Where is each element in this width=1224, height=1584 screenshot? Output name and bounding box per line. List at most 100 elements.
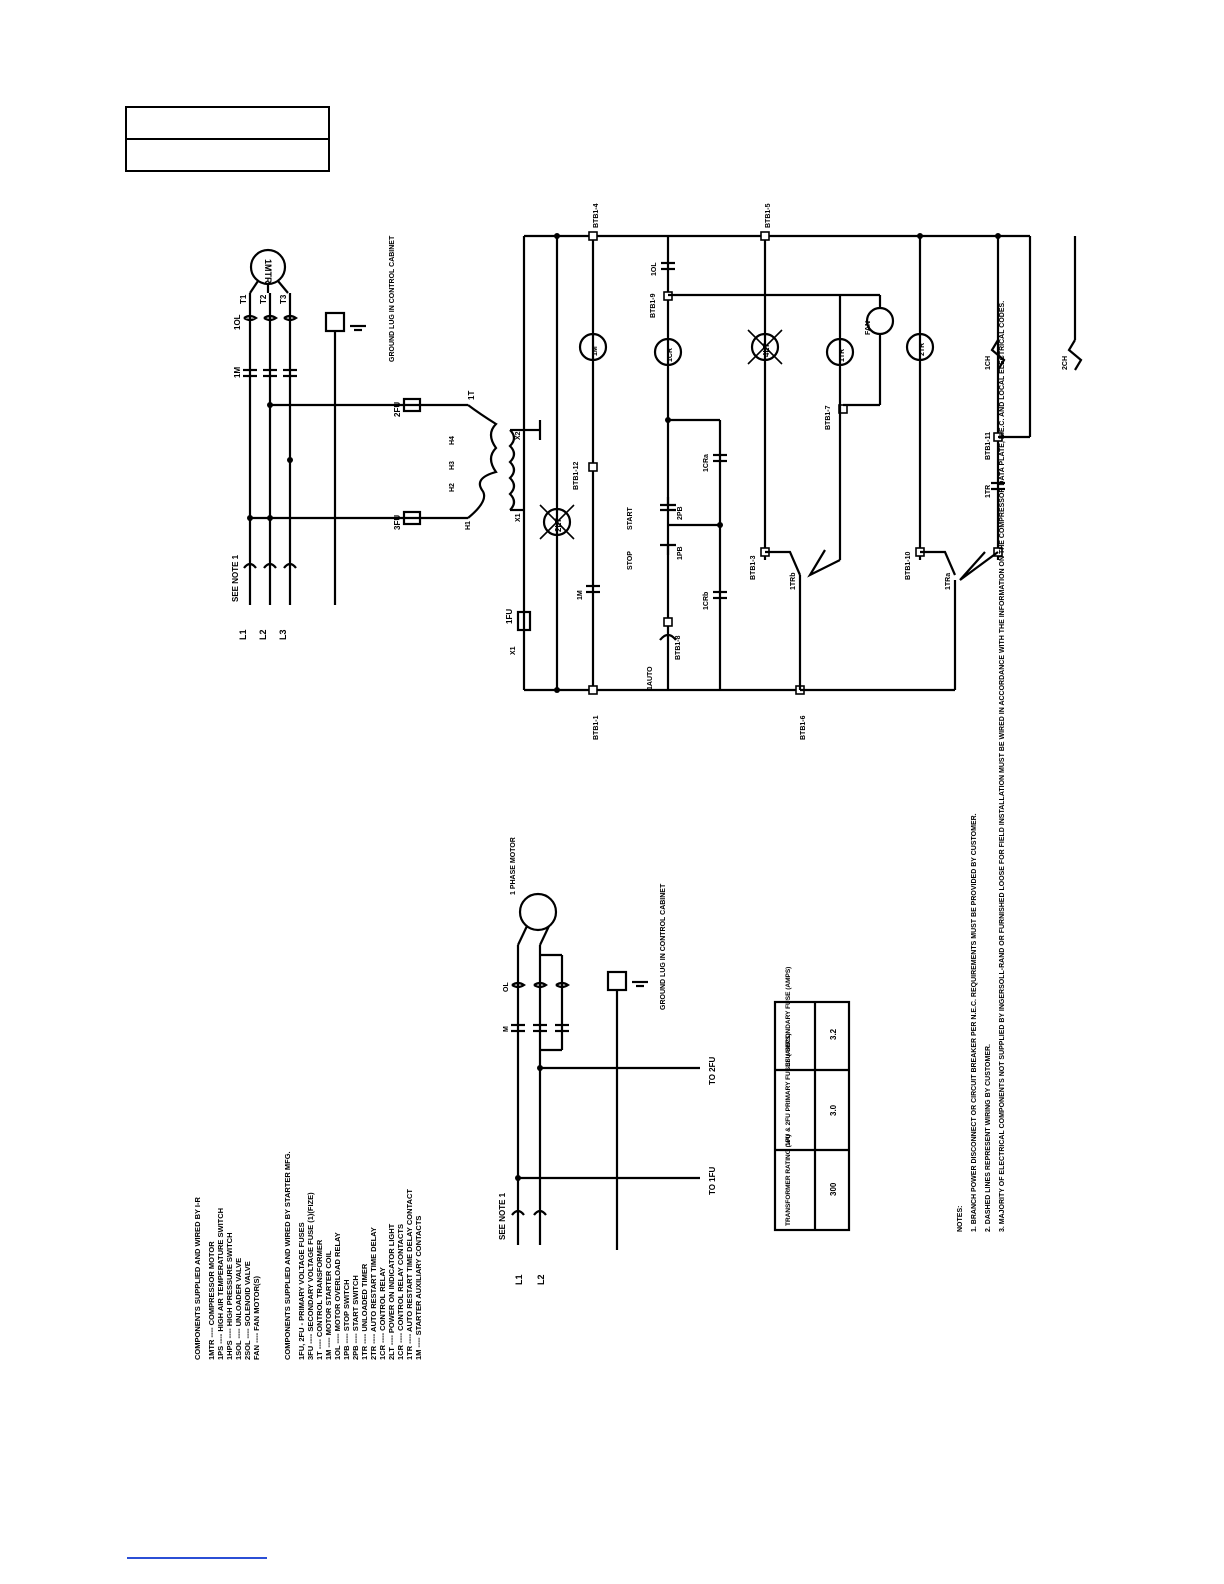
line-l3-label: L3 — [278, 629, 288, 640]
terminal-btb1-1: BTB1-1 — [593, 715, 600, 740]
motor-lead-t3: T3 — [279, 294, 288, 304]
note-item: 2. DASHED LINES REPRESENT WIRING BY CUST… — [985, 1044, 992, 1232]
switch-auto-label: 1AUTO — [647, 666, 654, 690]
component-starter-item: 1CR ---- CONTROL RELAY — [378, 1267, 387, 1360]
header-divider — [127, 138, 328, 140]
switch-stop-label: STOP — [627, 551, 634, 570]
terminal-btb1-10: BTB1-10 — [905, 551, 912, 580]
terminal-btb1-12: BTB1-12 — [573, 461, 580, 490]
note-item: 1. BRANCH POWER DISCONNECT OR CIRCUIT BR… — [971, 813, 978, 1232]
switch-pb2-label: 2PB — [677, 506, 684, 520]
header-box — [125, 106, 330, 172]
control-fuse-label: 1FU — [505, 609, 514, 624]
lower-motor-label: 1 PHASE MOTOR — [510, 837, 517, 895]
single-phase-motor-symbol — [518, 892, 558, 932]
components-ir-heading: COMPONENTS SUPPLIED AND WIRED BY I-R — [193, 1196, 202, 1360]
terminal-btb1-9: BTB1-9 — [650, 293, 657, 318]
table-header-secondary: 3FU SECONDARY FUSE (AMPS) — [785, 967, 792, 1066]
terminal-btb1-8: BTB1-8 — [675, 635, 682, 660]
component-starter-item: 1M ---- STARTER AUXILIARY CONTACTS — [414, 1216, 423, 1360]
transformer-h4: H4 — [449, 436, 456, 445]
heater-2ch-label: 2CH — [1062, 356, 1069, 370]
contact-1tr-label: 1TR — [985, 485, 992, 498]
component-ir-item: 1MTR ---- COMPRESSOR MOTOR — [207, 1241, 216, 1360]
switch-pb1-label: 1PB — [677, 546, 684, 560]
heater-1ch-label: 1CH — [985, 356, 992, 370]
component-starter-item: 1T ---- CONTROL TRANSFORMER — [315, 1239, 324, 1360]
light-4lt — [750, 332, 780, 362]
component-starter-item: 2PB ---- START SWITCH — [351, 1275, 360, 1360]
coil-1cr-label: 1CR — [667, 348, 674, 362]
coil-1m — [578, 332, 608, 362]
component-starter-item: 1TR ---- AUTO RESTART TIME DELAY CONTACT — [405, 1189, 414, 1360]
lower-power-circuit: L1 L2 SEE NOTE 1 M OL 1 PHASE MOTOR GROU… — [498, 837, 717, 1285]
notes-block: NOTES: 1. BRANCH POWER DISCONNECT OR CIR… — [957, 301, 1006, 1232]
component-starter-item: 2TR ---- AUTO RESTART TIME DELAY — [369, 1227, 378, 1360]
component-ir-item: 1HPS ---- HIGH PRESSURE SWITCH — [225, 1232, 234, 1360]
component-ir-item: FAN ---- FAN MOTOR(S) — [252, 1275, 261, 1360]
line-l2-label: L2 — [258, 629, 268, 640]
overload-label: 1OL — [233, 314, 242, 330]
switch-start-label: START — [627, 506, 634, 530]
terminal-x1-label: X1 — [510, 646, 517, 655]
component-starter-item: 1M ---- MOTOR STARTER COIL — [324, 1250, 333, 1360]
coil-2tr-label: 2TR — [919, 343, 926, 356]
components-starter-list: COMPONENTS SUPPLIED AND WIRED BY STARTER… — [283, 1151, 423, 1360]
transformer-h2: H2 — [449, 483, 456, 492]
upper-control-ladder: 1FU — [505, 203, 1083, 740]
component-starter-item: 2LT ---- POWER ON INDICATOR LIGHT — [387, 1223, 396, 1360]
motor-label: 1MTR — [263, 259, 273, 284]
component-starter-item: 1FU, 2FU - PRIMARY VOLTAGE FUSES — [297, 1222, 306, 1360]
upper-power-circuit: 1MTR L — [231, 235, 542, 640]
table-cell-secondary: 3.2 — [829, 1028, 838, 1040]
components-starter-heading: COMPONENTS SUPPLIED AND WIRED BY STARTER… — [283, 1151, 292, 1360]
coil-1cr — [653, 337, 683, 367]
lower-ground-note: GROUND LUG IN CONTROL CABINET — [660, 883, 667, 1010]
coil-1m-label: 1M — [592, 346, 599, 356]
lower-to-1fu: TO 1FU — [708, 1166, 717, 1195]
component-starter-item: 1TR ---- UNLOADED TIMER — [360, 1263, 369, 1360]
transformer-x2: X2 — [515, 431, 522, 440]
fan-label: FAN — [865, 321, 872, 335]
component-starter-item: 1CR ---- CONTROL RELAY CONTACTS — [396, 1224, 405, 1360]
lower-contacts-label: M — [503, 1026, 510, 1032]
component-ir-item: 2SOL ---- SOLENOID VALVE — [243, 1261, 252, 1360]
contact-1crb-label: 1CRb — [703, 592, 710, 610]
lower-see-note-1: SEE NOTE 1 — [498, 1192, 507, 1240]
line-l1-label: L1 — [238, 629, 248, 640]
table-header-primary: 1FU & 2FU PRIMARY FUSES (AMPS) — [785, 1033, 792, 1146]
terminal-btb1-5: BTB1-5 — [765, 203, 772, 228]
light-4lt-label: 4LT — [762, 343, 771, 357]
contact-1m-label: 1M — [577, 590, 584, 600]
fuse-2fu-label: 2FU — [393, 402, 402, 417]
lower-line-l2: L2 — [536, 1274, 546, 1285]
coil-2tr — [905, 332, 935, 362]
contact-1trb-label: 1TRb — [790, 573, 797, 591]
table-cell-rating: 300 — [829, 1182, 838, 1196]
motor-lead-t1: T1 — [239, 294, 248, 304]
light-2lt — [542, 507, 572, 537]
table-cell-primary: 3.0 — [829, 1104, 838, 1116]
contact-1cra-label: 1CRa — [703, 454, 710, 472]
terminal-btb1-4: BTB1-4 — [593, 203, 600, 228]
table-header-transformer: TRANSFORMER RATING (VA) — [785, 1135, 792, 1226]
component-starter-item: 1PB ---- STOP SWITCH — [342, 1279, 351, 1360]
fuse-3fu-label: 3FU — [393, 515, 402, 530]
component-starter-item: 3FU ---- SECONDARY VOLTAGE FUSE (1)(FIZE… — [306, 1192, 315, 1360]
lower-overload-label: OL — [503, 982, 510, 992]
contact-1ol-label: 1OL — [651, 262, 658, 276]
component-ir-item: 1PS ---- HIGH AIR TEMPERATURE SWITCH — [216, 1208, 225, 1360]
lower-line-l1: L1 — [514, 1274, 524, 1285]
lower-to-2fu: TO 2FU — [708, 1056, 717, 1085]
terminal-btb1-7: BTB1-7 — [825, 405, 832, 430]
transformer-label: 1T — [467, 391, 476, 400]
footer-rule — [127, 1557, 267, 1559]
note-item: 3. MAJORITY OF ELECTRICAL COMPONENTS NOT… — [999, 301, 1006, 1232]
notes-heading: NOTES: — [957, 1206, 964, 1232]
fuse-rating-table: TRANSFORMER RATING (VA) 1FU & 2FU PRIMAR… — [773, 967, 851, 1232]
terminal-btb1-11: BTB1-11 — [985, 432, 992, 460]
contact-1tra-label: 1TRa — [945, 573, 952, 590]
transformer-h3: H3 — [449, 461, 456, 470]
transformer-x1: X1 — [515, 513, 522, 522]
